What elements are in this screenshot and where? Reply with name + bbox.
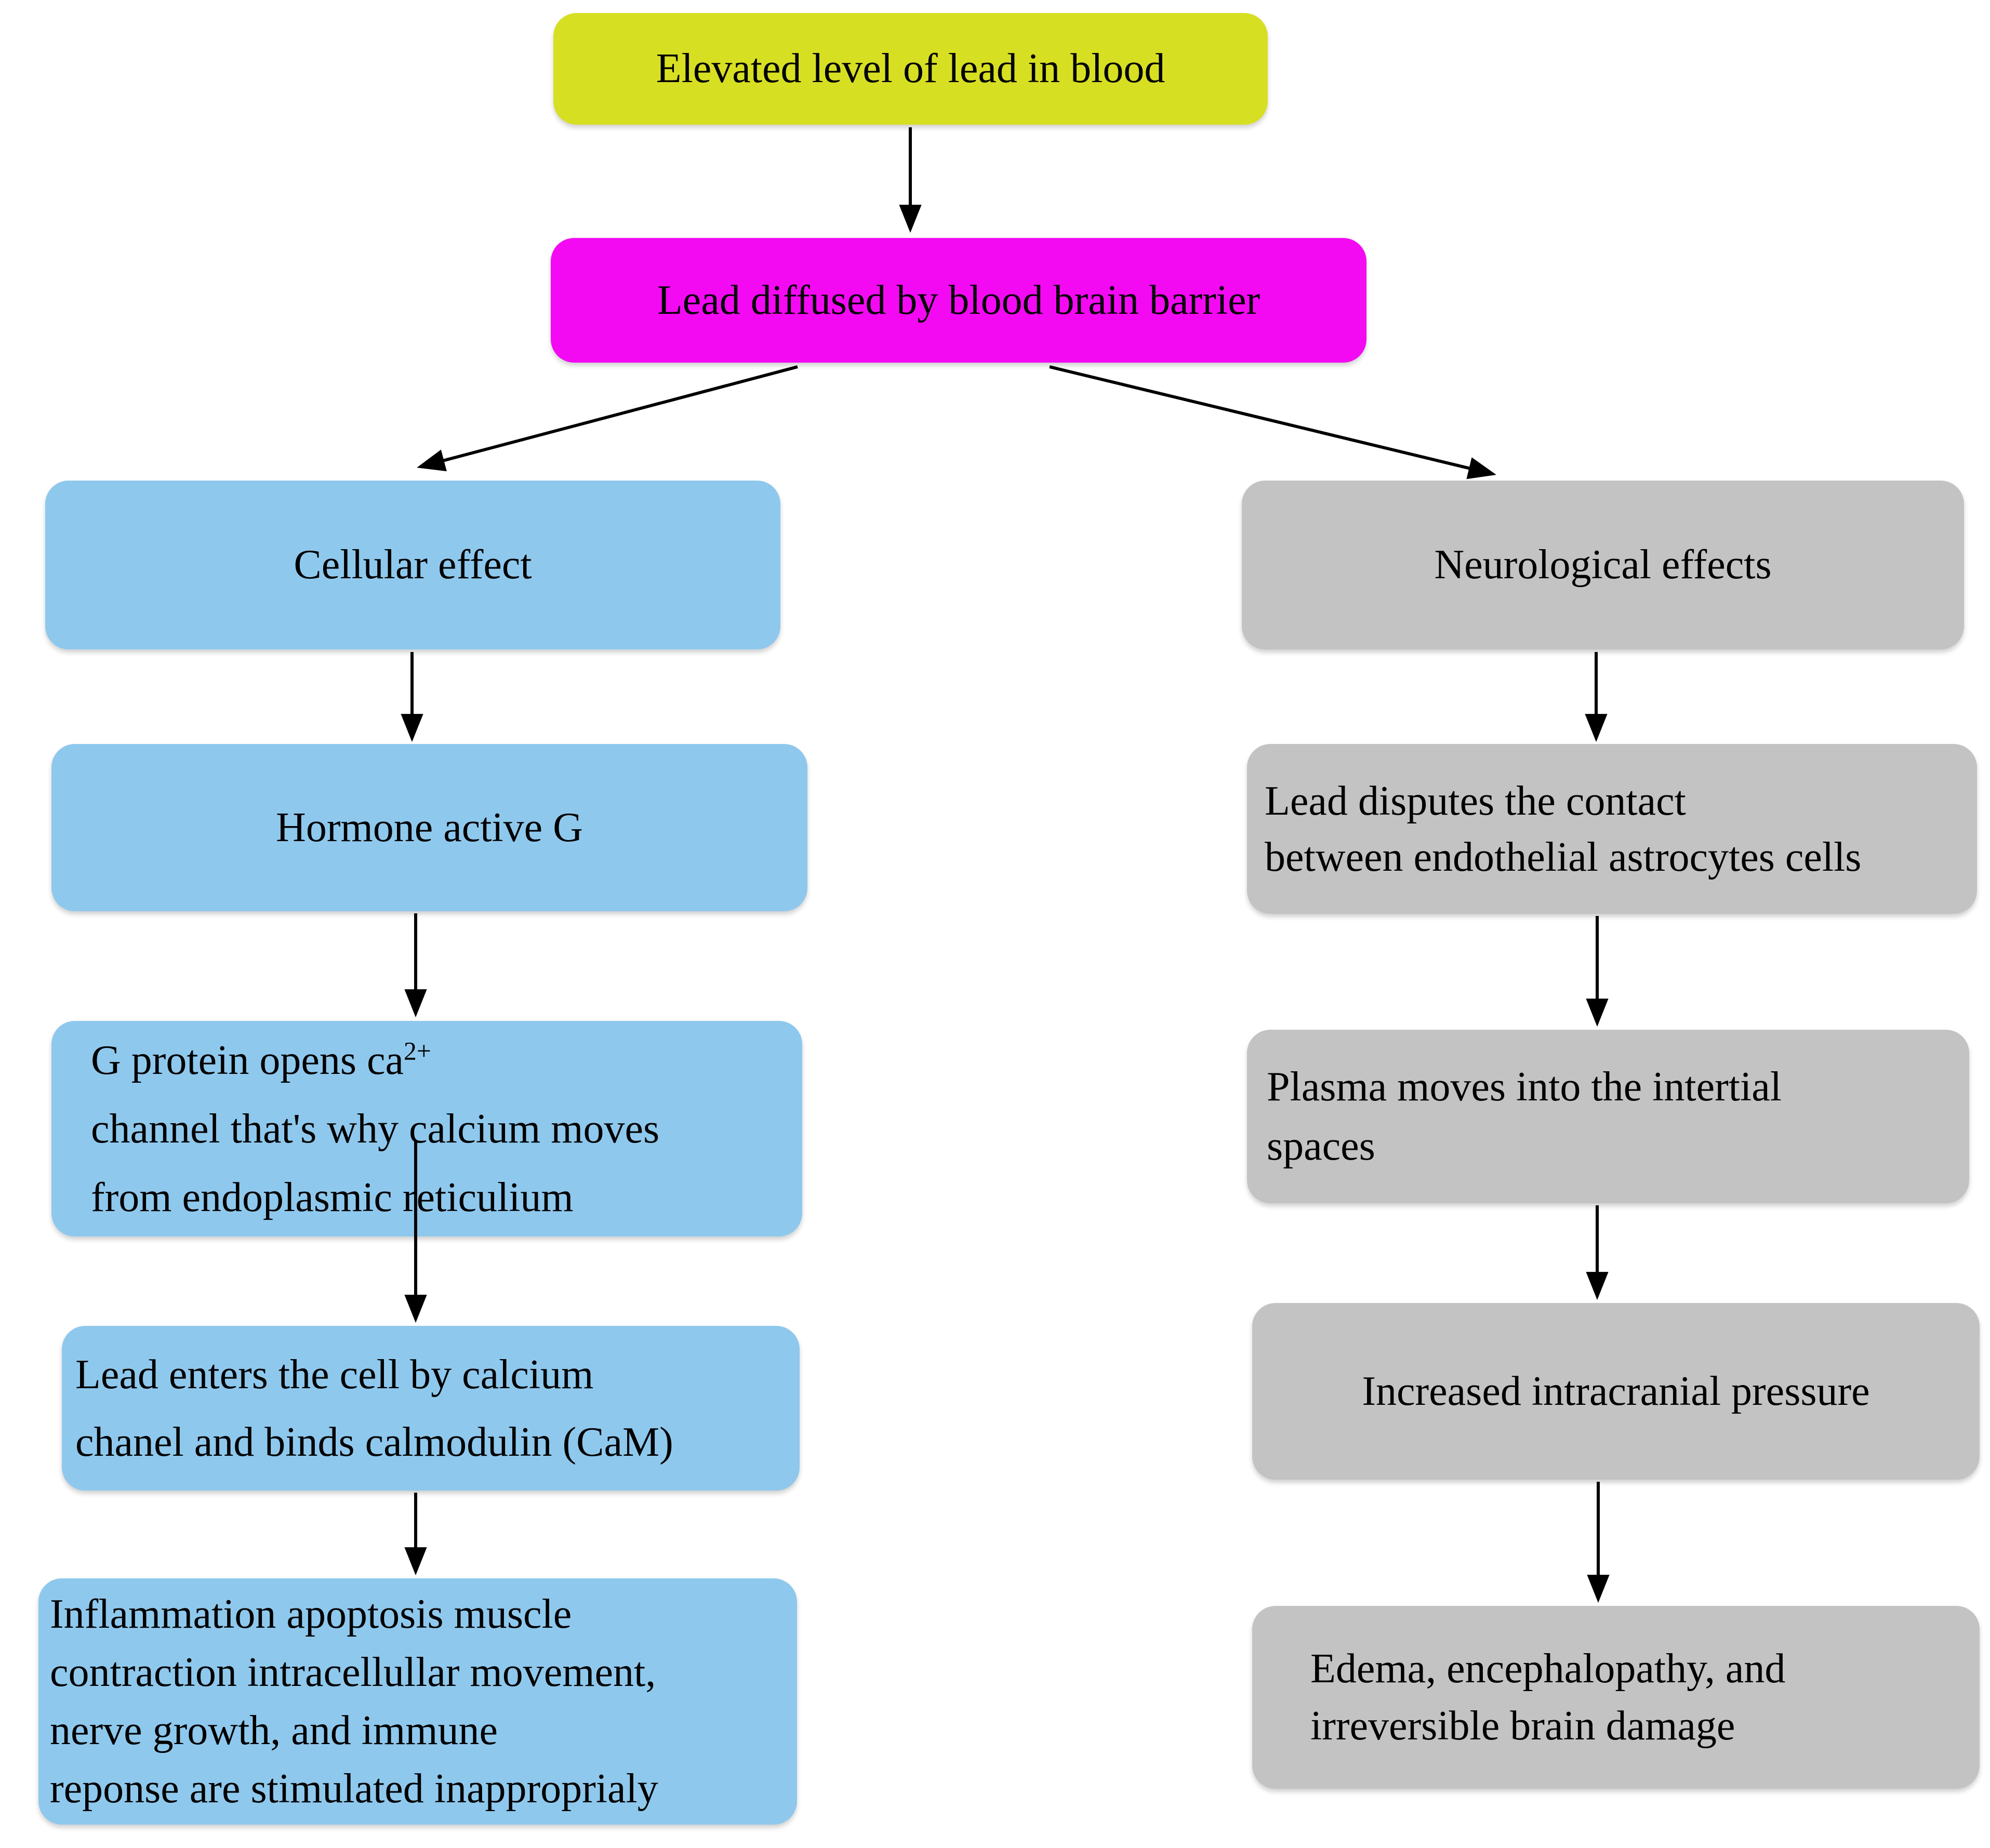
node-label-line: between endothelial astrocytes cells	[1265, 834, 1862, 880]
node-label-line: irreversible brain damage	[1310, 1703, 1735, 1749]
node-label-line: nerve growth, and immune	[50, 1708, 498, 1753]
node-elevated-lead-in-blood: Elevated level of lead in blood	[553, 13, 1268, 125]
node-inflammation-apoptosis-outcomes: Inflammation apoptosis muscle contractio…	[38, 1578, 797, 1825]
node-increased-intracranial-pressure: Increased intracranial pressure	[1252, 1303, 1980, 1480]
node-edema-brain-damage: Edema, encephalopathy, and irreversible …	[1252, 1606, 1980, 1789]
node-label-line: reponse are stimulated inapproprialy	[50, 1766, 658, 1812]
node-label-line: Lead disputes the contact	[1265, 778, 1686, 824]
node-lead-disputes-endothelial-contact: Lead disputes the contact between endoth…	[1247, 744, 1977, 914]
node-plasma-moves-interstitial-spaces: Plasma moves into the intertial spaces	[1247, 1030, 1969, 1203]
node-label-line: G protein opens ca2+	[91, 1036, 431, 1083]
node-label: Neurological effects	[1434, 542, 1772, 588]
arrow-diffused-to-neurological	[1049, 365, 1496, 480]
node-cellular-effect: Cellular effect	[45, 481, 780, 649]
superscript-2plus: 2+	[404, 1036, 431, 1065]
node-label-line: Lead enters the cell by calcium	[75, 1351, 594, 1398]
node-label-line: Plasma moves into the intertial	[1267, 1064, 1782, 1110]
node-neurological-effects: Neurological effects	[1242, 481, 1964, 649]
node-label: Elevated level of lead in blood	[656, 46, 1165, 91]
node-hormone-active-g: Hormone active G	[51, 744, 807, 911]
node-g-protein-opens-ca-channel: G protein opens ca2+ channel that's why …	[51, 1021, 802, 1237]
arrow-diffused-to-cellular	[417, 365, 798, 472]
node-label-line: contraction intracellullar movement,	[50, 1650, 656, 1695]
node-label-line: Inflammation apoptosis muscle	[50, 1591, 572, 1637]
node-label: Cellular effect	[294, 542, 532, 588]
node-lead-enters-cell-binds-calmodulin: Lead enters the cell by calcium chanel a…	[62, 1326, 800, 1491]
node-label-line: chanel and binds calmodulin (CaM)	[75, 1419, 673, 1465]
node-label-line: spaces	[1267, 1123, 1375, 1169]
node-lead-diffused-blood-brain-barrier: Lead diffused by blood brain barrier	[551, 238, 1367, 363]
node-label: Increased intracranial pressure	[1362, 1368, 1870, 1414]
node-label-line: from endoplasmic reticulium	[91, 1174, 574, 1220]
node-label: Lead diffused by blood brain barrier	[657, 277, 1261, 323]
node-label-line: channel that's why calcium moves	[91, 1106, 660, 1152]
node-label: Hormone active G	[276, 804, 583, 850]
node-label-line: Edema, encephalopathy, and	[1310, 1646, 1786, 1692]
